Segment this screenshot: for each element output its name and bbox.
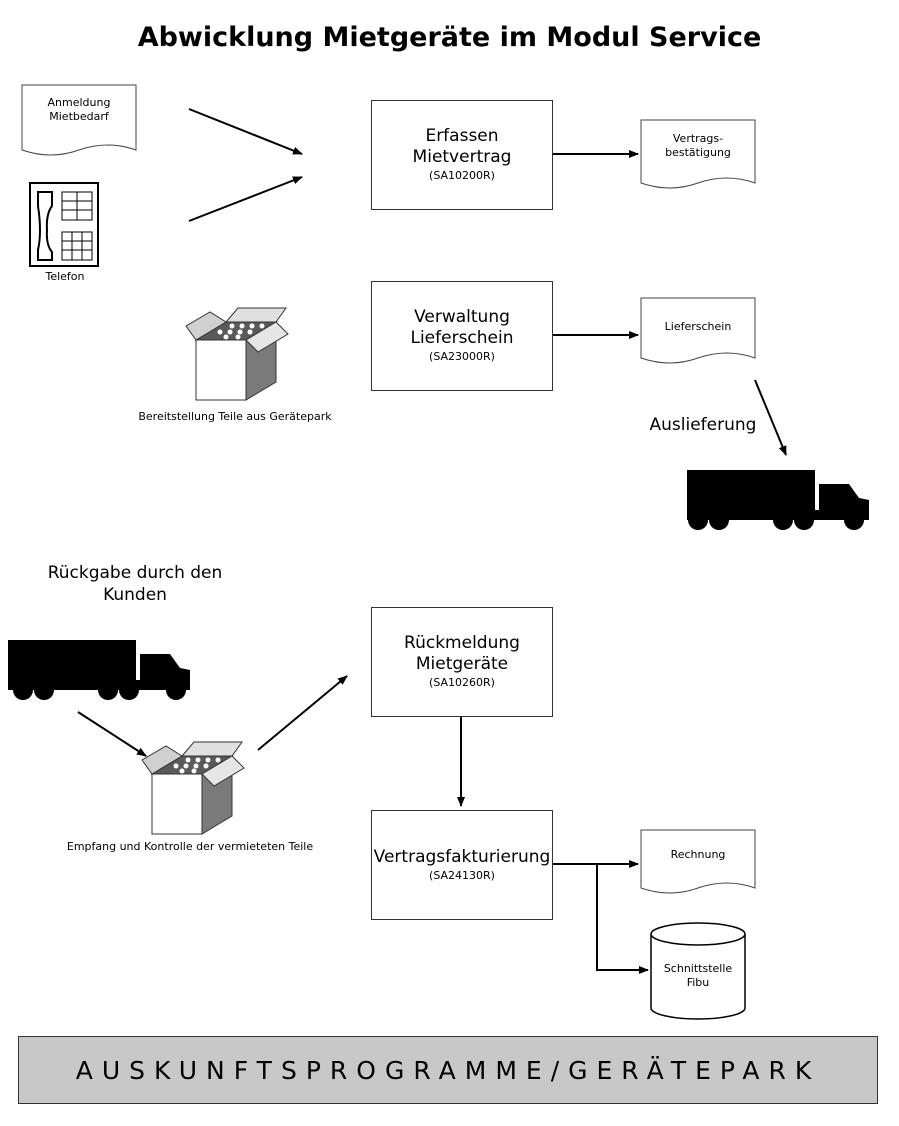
return-truck-icon <box>8 640 190 700</box>
database-cylinder-shape <box>650 922 746 1020</box>
process-code: (SA10260R) <box>429 676 495 689</box>
rueckgabe-label-line: Kunden <box>103 585 167 605</box>
document-lieferschein-shape <box>640 297 756 364</box>
database-schnittstelle-fibu: Schnittstelle Fibu <box>651 962 745 990</box>
process-label-line: Verwaltung <box>414 307 510 327</box>
document-text-line: Rechnung <box>670 848 726 861</box>
process-box-fakturierung: Vertragsfakturierung (SA24130R) <box>371 810 553 920</box>
document-text-line: Mietbedarf <box>49 110 109 123</box>
document-anmeldung-shape <box>21 84 137 156</box>
arrow-telefon-to-erfassen <box>188 176 303 222</box>
document-anmeldung: Anmeldung Mietbedarf <box>22 96 136 124</box>
arrow-lieferschein-to-truck <box>754 379 787 456</box>
database-text-line: Schnittstelle <box>663 962 733 975</box>
document-rechnung-shape <box>640 829 756 894</box>
telephone-icon <box>29 182 99 267</box>
delivery-truck-icon <box>687 470 869 530</box>
document-text-line: Anmeldung <box>47 96 111 109</box>
process-code: (SA10200R) <box>429 169 495 182</box>
document-lieferschein: Lieferschein <box>641 320 755 334</box>
returned-parts-box-icon <box>141 741 245 835</box>
rueckgabe-label: Rückgabe durch den Kunden <box>20 562 250 606</box>
document-text-line: Vertrags- <box>672 132 724 145</box>
document-text-line: bestätigung <box>665 146 731 159</box>
process-code: (SA23000R) <box>429 350 495 363</box>
rueckgabe-label-line: Rückgabe durch den <box>47 563 223 583</box>
document-vertragsbestaetigung: Vertrags- bestätigung <box>641 132 755 160</box>
process-label-line: Rückmeldung <box>404 633 520 653</box>
process-box-erfassen: Erfassen Mietvertrag (SA10200R) <box>371 100 553 210</box>
empfang-label: Empfang und Kontrolle der vermieteten Te… <box>66 840 314 853</box>
document-text-line: Lieferschein <box>664 320 732 333</box>
bereitstellung-label: Bereitstellung Teile aus Gerätepark <box>138 410 332 423</box>
process-label-line: Vertragsfakturierung <box>373 846 551 867</box>
database-text-line: Fibu <box>686 976 710 989</box>
process-label-line: Lieferschein <box>410 328 514 348</box>
process-code: (SA24130R) <box>429 868 495 882</box>
document-vertragsbestaetigung-shape <box>640 119 756 189</box>
telefon-label: Telefon <box>45 270 85 283</box>
auskunftsprogramme-banner: AUSKUNFTSPROGRAMME/GERÄTEPARK <box>18 1036 878 1104</box>
document-rechnung: Rechnung <box>641 848 755 862</box>
arrow-truck-to-box <box>77 711 147 757</box>
process-label-line: Mietgeräte <box>415 654 509 674</box>
process-label-line: Mietvertrag <box>412 147 512 167</box>
arrow-anmeldung-to-erfassen <box>188 108 303 155</box>
auslieferung-label: Auslieferung <box>649 415 757 435</box>
arrow-fakturierung-to-schnittstelle <box>596 864 649 974</box>
parts-box-icon <box>185 307 289 401</box>
process-box-verwaltung: Verwaltung Lieferschein (SA23000R) <box>371 281 553 391</box>
process-box-rueckmeldung: Rückmeldung Mietgeräte (SA10260R) <box>371 607 553 717</box>
diagram-title: Abwicklung Mietgeräte im Modul Service <box>137 22 762 53</box>
process-label-line: Erfassen <box>425 126 499 146</box>
arrow-box-to-rueckmeldung <box>257 675 348 751</box>
